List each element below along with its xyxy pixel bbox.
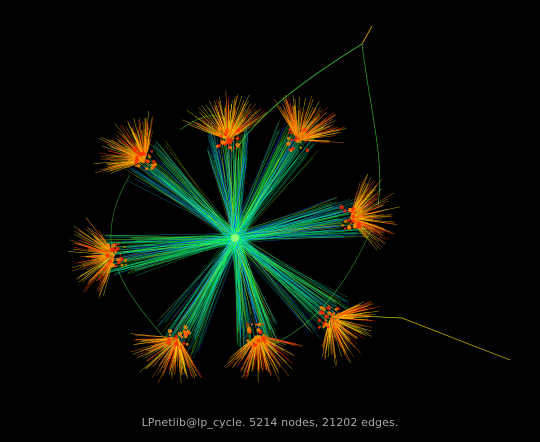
outer-edge	[361, 25, 373, 45]
graph-hub	[231, 234, 239, 242]
outer-arc-edge	[117, 269, 171, 346]
node-cluster-1	[182, 90, 268, 152]
node-cluster-6	[317, 300, 381, 366]
node-cluster-5	[68, 217, 127, 299]
graph-caption: LPnetlib@lp_cycle. 5214 nodes, 21202 edg…	[141, 416, 399, 429]
graph-edges	[94, 25, 511, 361]
outer-arc-edge	[249, 227, 373, 353]
outer-edge	[401, 317, 511, 361]
graph-node-clusters	[68, 90, 401, 384]
outer-arc-edge	[179, 115, 226, 131]
node-cluster-7	[224, 322, 304, 383]
node-cluster-4	[339, 173, 401, 251]
node-cluster-3	[93, 110, 157, 174]
node-cluster-2	[274, 94, 347, 153]
outer-arc-edge	[361, 43, 381, 206]
outer-arc-edge	[110, 174, 131, 251]
node-cluster-8	[130, 325, 203, 384]
